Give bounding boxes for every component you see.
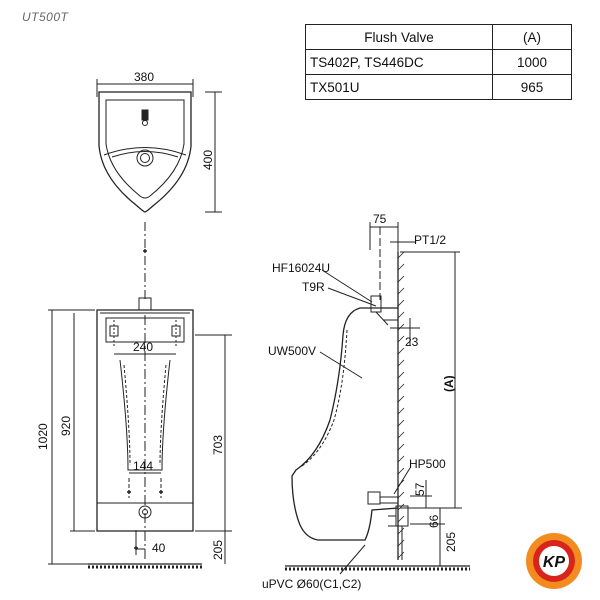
- top-view: [96, 79, 222, 300]
- table-cell: 965: [492, 74, 572, 100]
- table-cell: TX501U: [305, 74, 493, 100]
- table-cell: TS402P, TS446DC: [305, 49, 493, 75]
- dim-height-body: 920: [59, 416, 73, 436]
- dim-side-a: (A): [442, 375, 456, 392]
- flush-valve-table: Flush Valve (A) TS402P, TS446DC 1000 TX5…: [305, 24, 572, 100]
- table-header-row: Flush Valve (A): [305, 24, 572, 50]
- dim-offset-40: 40: [152, 541, 166, 555]
- logo-text: KP: [543, 554, 566, 571]
- table-row: TS402P, TS446DC 1000: [305, 49, 572, 75]
- dim-height-outlet: 703: [211, 435, 225, 455]
- table-row: TX501U 965: [305, 74, 572, 100]
- front-view: [48, 290, 232, 569]
- dim-depth-top: 400: [201, 150, 215, 170]
- dim-width-top: 380: [134, 70, 154, 84]
- dim-height-floor: 205: [211, 540, 225, 560]
- dim-inlet-spacing: 240: [133, 340, 153, 354]
- model-label: UT500T: [22, 10, 69, 24]
- dim-spacing-low: 144: [133, 459, 153, 473]
- table-header-cell: Flush Valve: [305, 24, 493, 50]
- dim-side-66: 66: [427, 514, 441, 528]
- table-cell: 1000: [492, 49, 572, 75]
- table-header-cell: (A): [492, 24, 572, 50]
- dim-side-205: 205: [444, 532, 458, 552]
- dim-side-75: 75: [373, 212, 387, 226]
- label-upvc: uPVC Ø60(C1,C2): [262, 577, 361, 591]
- label-t9r: T9R: [302, 280, 325, 294]
- dim-side-57: 57: [413, 482, 427, 496]
- kp-logo: KP: [526, 533, 582, 589]
- label-hf: HF16024U: [272, 261, 330, 275]
- side-view: [285, 222, 470, 575]
- label-pt: PT1/2: [414, 233, 446, 247]
- label-uw: UW500V: [268, 344, 316, 358]
- label-hp: HP500: [409, 457, 446, 471]
- dim-height-total: 1020: [36, 423, 50, 450]
- dim-side-23: 23: [405, 335, 419, 349]
